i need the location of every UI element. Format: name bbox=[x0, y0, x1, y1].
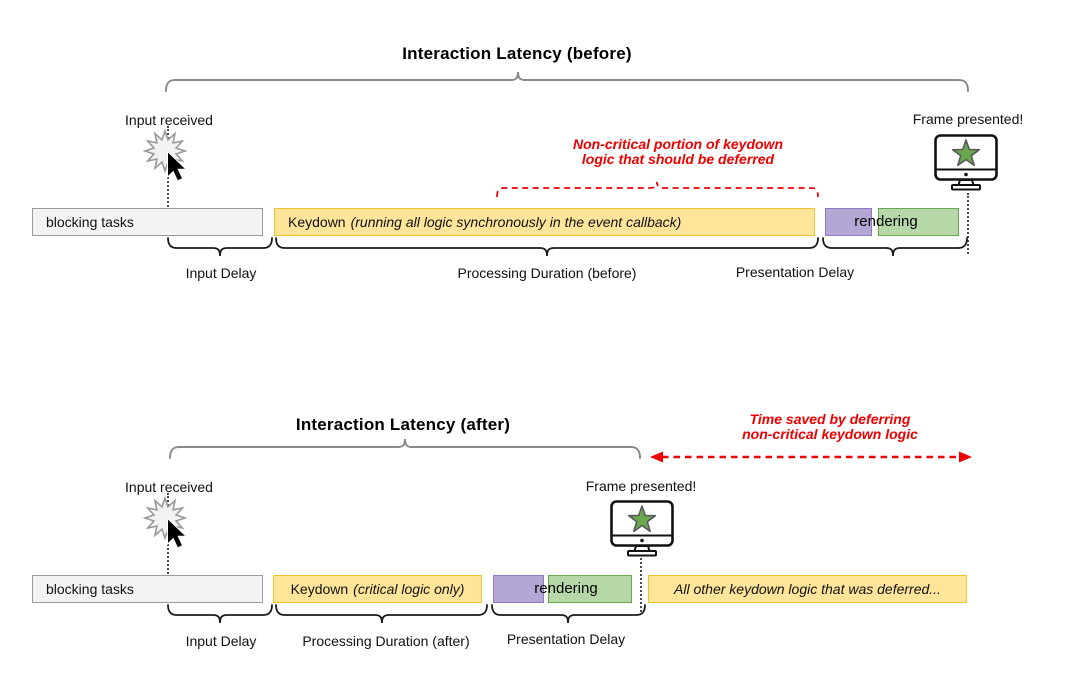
after-frame-presented-label: Frame presented! bbox=[585, 478, 697, 494]
before-input-delay-brace bbox=[167, 237, 273, 257]
time-saved-arrow bbox=[650, 451, 972, 463]
after-style-layout-bar bbox=[493, 575, 544, 603]
after-blocking-tasks-bar: blocking tasks bbox=[32, 575, 263, 603]
before-processing-brace bbox=[275, 237, 819, 257]
after-presentation-label: Presentation Delay bbox=[506, 631, 626, 647]
before-frame-dotted-line bbox=[967, 193, 969, 254]
after-rendering-label: rendering bbox=[534, 580, 598, 597]
after-red-annotation-line1: Time saved by deferring bbox=[749, 411, 911, 427]
before-input-delay-label: Input Delay bbox=[185, 265, 257, 281]
before-style-layout-bar bbox=[825, 208, 872, 236]
monitor-star-icon bbox=[610, 500, 674, 557]
monitor-star-icon bbox=[934, 134, 998, 191]
after-input-delay-brace bbox=[167, 604, 273, 624]
before-presentation-brace bbox=[822, 237, 968, 257]
cursor-icon bbox=[167, 150, 188, 182]
before-processing-label: Processing Duration (before) bbox=[457, 265, 637, 281]
before-paint-bar bbox=[878, 208, 959, 236]
after-span-brace bbox=[169, 438, 641, 459]
before-blocking-tasks-bar: blocking tasks bbox=[32, 208, 263, 236]
after-input-delay-label: Input Delay bbox=[185, 633, 257, 649]
after-processing-brace bbox=[275, 604, 488, 624]
before-presentation-label: Presentation Delay bbox=[735, 264, 855, 280]
before-frame-presented-label: Frame presented! bbox=[912, 111, 1024, 127]
after-deferred-text: All other keydown logic that was deferre… bbox=[674, 581, 941, 597]
after-keydown-detail: (critical logic only) bbox=[353, 581, 465, 597]
before-red-annotation-line2: logic that should be deferred bbox=[581, 151, 775, 167]
after-red-annotation: Time saved by deferring non-critical key… bbox=[680, 412, 980, 442]
before-rendering-label: rendering bbox=[854, 213, 918, 230]
after-frame-dotted-line bbox=[640, 558, 642, 612]
before-red-annotation-line1: Non-critical portion of keydown bbox=[572, 136, 783, 152]
after-title: Interaction Latency (after) bbox=[295, 415, 511, 434]
before-red-annotation: Non-critical portion of keydown logic th… bbox=[528, 137, 828, 167]
cursor-icon bbox=[167, 517, 188, 549]
after-processing-label: Processing Duration (after) bbox=[302, 633, 470, 649]
before-keydown-detail: (running all logic synchronously in the … bbox=[350, 214, 682, 230]
after-red-annotation-line2: non-critical keydown logic bbox=[742, 426, 918, 442]
after-paint-bar bbox=[548, 575, 632, 603]
after-deferred-bar: All other keydown logic that was deferre… bbox=[648, 575, 967, 603]
after-presentation-brace bbox=[491, 604, 646, 624]
before-title: Interaction Latency (before) bbox=[402, 44, 632, 63]
before-keydown-bar: Keydown (running all logic synchronously… bbox=[274, 208, 815, 236]
after-keydown-bar: Keydown (critical logic only) bbox=[273, 575, 482, 603]
before-input-received-label: Input received bbox=[125, 112, 213, 128]
before-blocking-tasks-text: blocking tasks bbox=[46, 214, 134, 230]
after-input-received-label: Input received bbox=[125, 479, 213, 495]
before-red-dashed-brace bbox=[496, 181, 819, 198]
before-span-brace bbox=[165, 71, 969, 92]
after-keydown-name: Keydown bbox=[290, 581, 349, 597]
before-keydown-name: Keydown bbox=[288, 214, 346, 230]
after-blocking-tasks-text: blocking tasks bbox=[46, 581, 134, 597]
